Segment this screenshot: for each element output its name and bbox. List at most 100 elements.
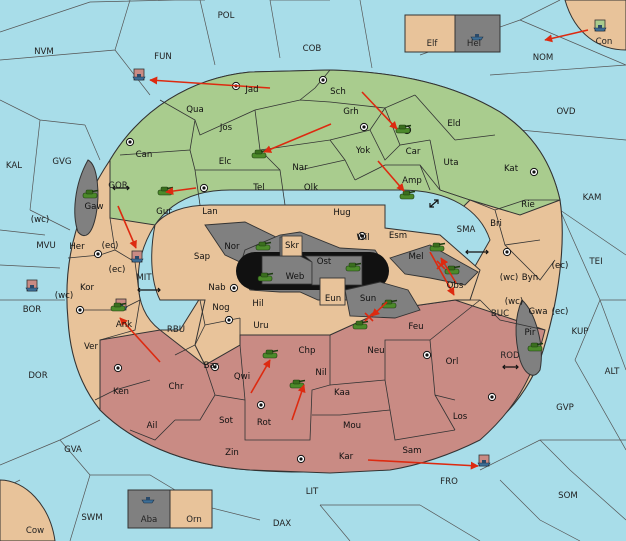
coast-tag-label: (ec) (102, 241, 119, 251)
move-order-arrow (367, 459, 479, 470)
province-label-nog: Nog (212, 303, 229, 313)
fleet-unit-icon[interactable] (130, 250, 144, 263)
province-label-kaa: Kaa (334, 388, 350, 398)
move-order-arrow (361, 91, 398, 130)
supply-center-marker (359, 122, 369, 132)
supply-center-marker (75, 305, 85, 315)
province-label-kat: Kat (504, 164, 519, 174)
province-label-grh: Grh (343, 107, 359, 117)
sea-label-tei: TEI (588, 257, 602, 267)
sea-label-kam: KAM (583, 193, 602, 203)
army-unit-icon[interactable] (262, 349, 279, 359)
fleet-unit-icon[interactable] (477, 454, 491, 467)
sea-label-rod: ROD (500, 351, 520, 361)
province-label-gaw: Gaw (85, 202, 104, 212)
province-label-feu: Feu (408, 322, 423, 332)
province-label-ken: Ken (113, 387, 129, 397)
central-tan-eun (319, 277, 346, 306)
failed-order-mark (364, 312, 374, 322)
sea-label-mvu: MVU (36, 241, 56, 251)
sea-label-cow: Cow (26, 526, 44, 536)
province-label-uta: Uta (444, 158, 459, 168)
province-label-eun: Eun (325, 294, 341, 304)
province-label-mou: Mou (343, 421, 361, 431)
fleet-unit-icon[interactable] (141, 497, 155, 504)
province-label-sch: Sch (330, 87, 346, 97)
central-gray-sun (344, 281, 421, 319)
army-unit-icon[interactable] (527, 342, 544, 352)
fleet-unit-icon[interactable] (470, 34, 484, 41)
gray-pir (515, 299, 542, 376)
sea-label-kup: KUP (572, 327, 589, 337)
province-label-jad: Jad (244, 85, 258, 95)
fleet-unit-icon[interactable] (132, 68, 146, 81)
supply-center-marker (529, 167, 539, 177)
sea-label-ovd: OVD (556, 107, 575, 117)
sea-label-nvm: NVM (34, 47, 54, 57)
province-label-gur: Gur (156, 207, 172, 217)
fleet-unit-icon[interactable] (25, 279, 39, 292)
army-unit-icon[interactable] (429, 242, 446, 252)
province-label-her: Her (69, 242, 85, 252)
province-label-uru: Uru (253, 321, 268, 331)
sea-label-orn: Orn (186, 515, 202, 525)
home-box-elf (404, 14, 456, 53)
move-order-arrow (149, 76, 271, 89)
sea-label-gva: GVA (64, 445, 82, 455)
army-unit-icon[interactable] (399, 190, 416, 200)
order-arrows (117, 29, 589, 470)
sea-label-lit: LIT (306, 487, 319, 497)
sea-label-kal: KAL (6, 161, 22, 171)
province-label-sot: Sot (219, 416, 234, 426)
move-order-arrow (263, 123, 332, 153)
army-unit-icon[interactable] (257, 272, 274, 282)
province-label-nil: Nil (315, 368, 326, 378)
sea-label-hel: Hel (467, 39, 481, 49)
coast-tag-label: (ec) (552, 261, 569, 271)
sea-label-bor: BOR (23, 305, 42, 315)
sea-label-sma: SMA (457, 225, 476, 235)
province-label-sun: Sun (360, 294, 376, 304)
sea-label-mit: MIT (136, 273, 152, 283)
army-unit-icon[interactable] (255, 241, 272, 251)
sea-label-rbu: RBU (167, 325, 185, 335)
move-order-arrow (250, 359, 271, 394)
sea-label-elf: Elf (427, 39, 439, 49)
fleet-unit-icon[interactable] (593, 19, 607, 32)
move-order-arrow (377, 160, 405, 192)
province-label-sap: Sap (194, 252, 210, 262)
coast-tag-label: (ec) (109, 265, 126, 275)
coast-tag-label: (wc) (55, 291, 73, 301)
army-unit-icon[interactable] (82, 189, 99, 199)
province-label-nor: Nor (224, 242, 240, 252)
province-label-mel: Mel (408, 252, 423, 262)
supply-center-marker (125, 137, 135, 147)
supply-center-marker (210, 362, 220, 372)
supply-center-marker (296, 454, 306, 464)
supply-center-marker (199, 183, 209, 193)
coast-tag-label: (wc) (31, 215, 49, 225)
sea-label-dor: DOR (28, 371, 47, 381)
supply-center-marker (229, 283, 239, 293)
supply-center-marker (487, 392, 497, 402)
supply-center-marker (422, 350, 432, 360)
province-label-amp: Amp (402, 176, 422, 186)
province-label-tel: Tel (252, 183, 264, 193)
move-order-arrow (117, 205, 137, 249)
province-label-nar: Nar (292, 163, 308, 173)
army-unit-icon[interactable] (345, 262, 362, 272)
army-unit-icon[interactable] (352, 320, 369, 330)
sea-label-buc: BUC (491, 309, 509, 319)
supply-center-marker (357, 231, 367, 241)
province-label-kar: Kar (339, 452, 354, 462)
sea-label-gvg: GVG (52, 157, 71, 167)
province-label-ver: Ver (84, 342, 98, 352)
army-unit-icon[interactable] (395, 124, 412, 134)
central-tan-skr-gap (281, 235, 303, 257)
province-label-hug: Hug (333, 208, 350, 218)
province-label-chr: Chr (169, 382, 184, 392)
supply-center-marker (224, 315, 234, 325)
province-label-web: Web (286, 272, 305, 282)
army-unit-icon[interactable] (110, 302, 127, 312)
